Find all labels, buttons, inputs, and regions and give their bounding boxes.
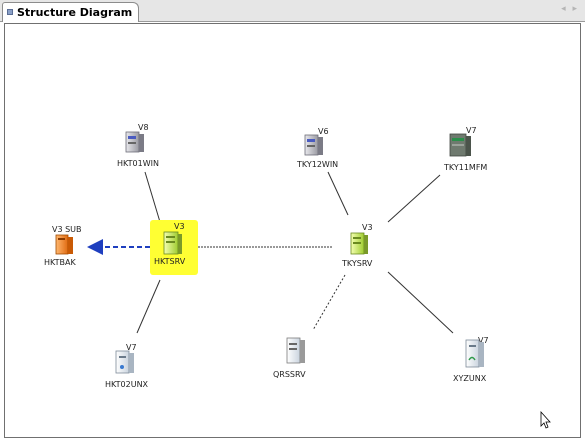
node-version: V3 xyxy=(174,222,185,231)
node-name: TKYSRV xyxy=(341,259,373,268)
node-version: V6 xyxy=(318,127,329,136)
node-name: TKY12WIN xyxy=(296,160,338,169)
node-version: V7 xyxy=(126,343,137,352)
windows-server-icon xyxy=(304,134,323,156)
node-tky11mfm[interactable]: V7 TKY11MFM xyxy=(443,126,487,172)
manager-server-icon xyxy=(163,231,182,255)
tab-bar: Structure Diagram ◂ ▸ xyxy=(0,0,585,22)
diagram-canvas[interactable] xyxy=(4,23,581,438)
windows-server-icon xyxy=(125,131,144,153)
node-xyzunx[interactable]: V7 XYZUNX xyxy=(453,336,489,383)
manager-server-icon xyxy=(350,232,368,255)
diagram-icon xyxy=(7,9,13,15)
node-name: HKT01WIN xyxy=(117,159,159,168)
node-name: HKTSRV xyxy=(154,257,186,266)
node-name: TKY11MFM xyxy=(443,163,487,172)
node-name: HKTBAK xyxy=(44,258,76,267)
node-name: HKT02UNX xyxy=(105,380,149,389)
mouse-cursor-icon xyxy=(540,410,551,429)
link-tkysrv-qrssrv xyxy=(312,274,346,331)
unix-server-icon xyxy=(465,339,484,368)
node-version: V3 xyxy=(362,223,373,232)
tab-scroll-arrows-icon[interactable]: ◂ ▸ xyxy=(561,4,579,14)
unix-server-icon xyxy=(115,350,134,374)
link-tkysrv-tky11mfm xyxy=(387,174,441,223)
link-hktsrv-hkt02unx xyxy=(136,279,161,334)
mainframe-icon xyxy=(449,133,471,157)
node-hkt02unx[interactable]: V7 HKT02UNX xyxy=(105,343,149,389)
node-version: V7 xyxy=(466,126,477,135)
tab-label: Structure Diagram xyxy=(17,6,133,19)
tab-structure-diagram[interactable]: Structure Diagram xyxy=(2,2,140,22)
node-version: V3 SUB xyxy=(52,225,82,234)
node-version: V8 xyxy=(138,123,149,132)
node-hktbak[interactable]: V3 SUB HKTBAK xyxy=(44,225,82,267)
node-tky12win[interactable]: V6 TKY12WIN xyxy=(296,127,338,169)
node-version: V7 xyxy=(478,336,489,345)
node-name: XYZUNX xyxy=(453,374,487,383)
node-hktsrv[interactable]: V3 HKTSRV xyxy=(150,220,198,275)
link-hktsrv-hkt01win xyxy=(144,171,161,223)
node-hkt01win[interactable]: V8 HKT01WIN xyxy=(117,123,159,168)
link-tkysrv-xyzunx xyxy=(387,271,454,334)
link-tkysrv-tky12win xyxy=(327,171,349,216)
node-name: QRSSRV xyxy=(273,370,306,379)
node-tkysrv[interactable]: V3 TKYSRV xyxy=(341,223,373,268)
server-icon xyxy=(286,337,305,364)
backup-server-icon xyxy=(55,234,73,255)
node-qrssrv[interactable]: QRSSRV xyxy=(273,337,306,379)
